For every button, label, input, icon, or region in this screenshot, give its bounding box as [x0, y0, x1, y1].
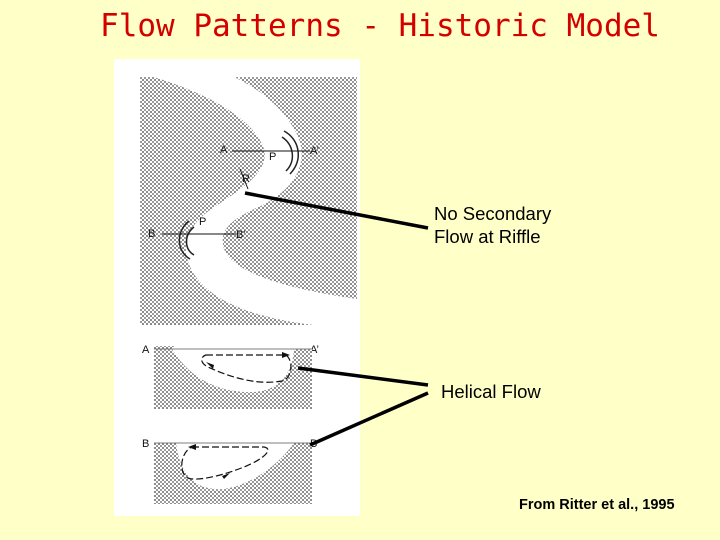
callout-riffle-line1: No Secondary [434, 203, 552, 224]
label-b: B [148, 228, 155, 240]
section-a-right: A’ [310, 344, 319, 356]
section-a-left: A [142, 344, 150, 356]
plan-view: A A’ P R P B B’ [140, 77, 357, 325]
pool-marker-a [281, 130, 299, 175]
label-a-prime: A’ [310, 145, 319, 157]
callout-helical-flow: Helical Flow [441, 381, 541, 402]
section-a-circulation [201, 354, 292, 383]
section-a-bed [154, 346, 312, 409]
label-p1: P [269, 151, 276, 163]
section-b-bed [154, 443, 312, 504]
label-r: R [242, 173, 250, 185]
slide-title: Flow Patterns - Historic Model [100, 8, 660, 44]
section-b-left: B [142, 438, 149, 450]
cross-section-a: A A’ [142, 344, 319, 409]
label-b-prime: B’ [236, 229, 246, 241]
river-figure: A A’ P R P B B’ A A’ B B’ [114, 59, 360, 516]
pool-marker-b [178, 220, 195, 260]
section-b-circulation [181, 446, 269, 480]
riffle-line [239, 168, 249, 190]
source-credit: From Ritter et al., 1995 [519, 497, 675, 513]
label-p2: P [199, 216, 206, 228]
label-a: A [220, 144, 228, 156]
callout-no-secondary-flow: No Secondary Flow at Riffle [434, 202, 551, 248]
callout-riffle-line2: Flow at Riffle [434, 226, 541, 247]
